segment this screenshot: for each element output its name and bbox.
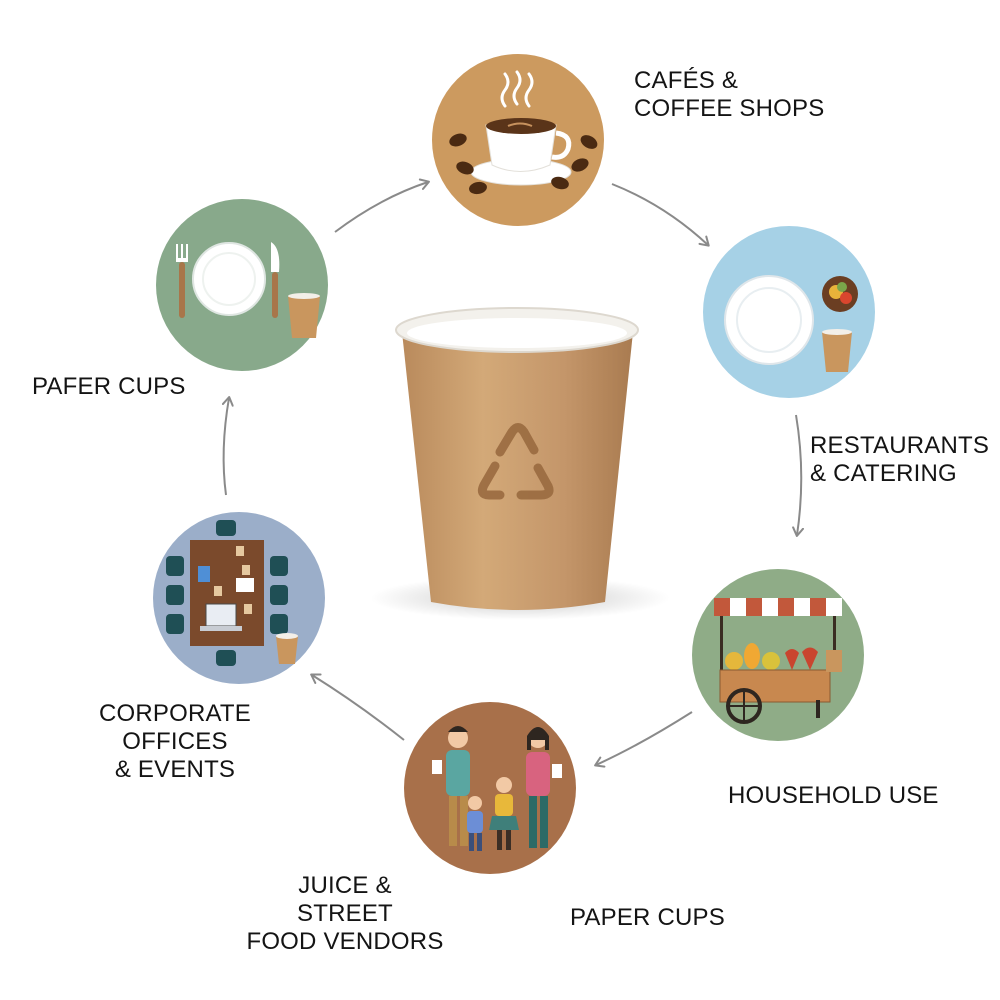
cafe-circle [432,54,604,226]
awning-icon [714,598,842,616]
cycle-arrows [221,178,804,768]
label-pafer-cups: PAFER CUPS [32,373,186,400]
arrow-household-to-family [594,711,693,768]
label-juice-vendors: JUICE & STREET FOOD VENDORS [246,872,444,955]
household-circle [692,569,864,741]
knife-icon [271,242,280,272]
office-circle [153,512,325,684]
arrow-restaurant-to-household [792,414,804,537]
family-icon [432,726,562,851]
fruit-icon [725,643,818,670]
dining-circle [156,199,328,371]
arrow-office-to-dining [221,396,234,496]
restaurant-circle [703,226,875,398]
central-paper-cup [370,307,670,620]
small-cup-icon [822,332,852,372]
label-restaurants: RESTAURANTS & CATERING [810,432,990,487]
recycle-icon [477,423,554,500]
arrow-family-to-office [310,673,405,741]
coffee-cup-icon [485,124,557,172]
arrow-cafe-to-restaurant [611,183,710,247]
label-household: HOUSEHOLD USE [728,782,939,809]
arrow-dining-to-cafe [334,178,430,233]
small-cup-icon [288,296,320,338]
family-circle [404,702,576,874]
plate-icon [724,275,814,365]
coffee-bean-icon [449,133,598,195]
meeting-table-icon [166,520,288,666]
label-cafes: CAFÉS & COFFEE SHOPS [634,67,825,122]
fork-icon [176,244,188,262]
label-corporate: CORPORATE OFFICES & EVENTS [98,700,252,783]
steam-icon [500,70,534,108]
laptop-icon [205,603,237,627]
label-paper-cups: PAPER CUPS [570,904,725,931]
